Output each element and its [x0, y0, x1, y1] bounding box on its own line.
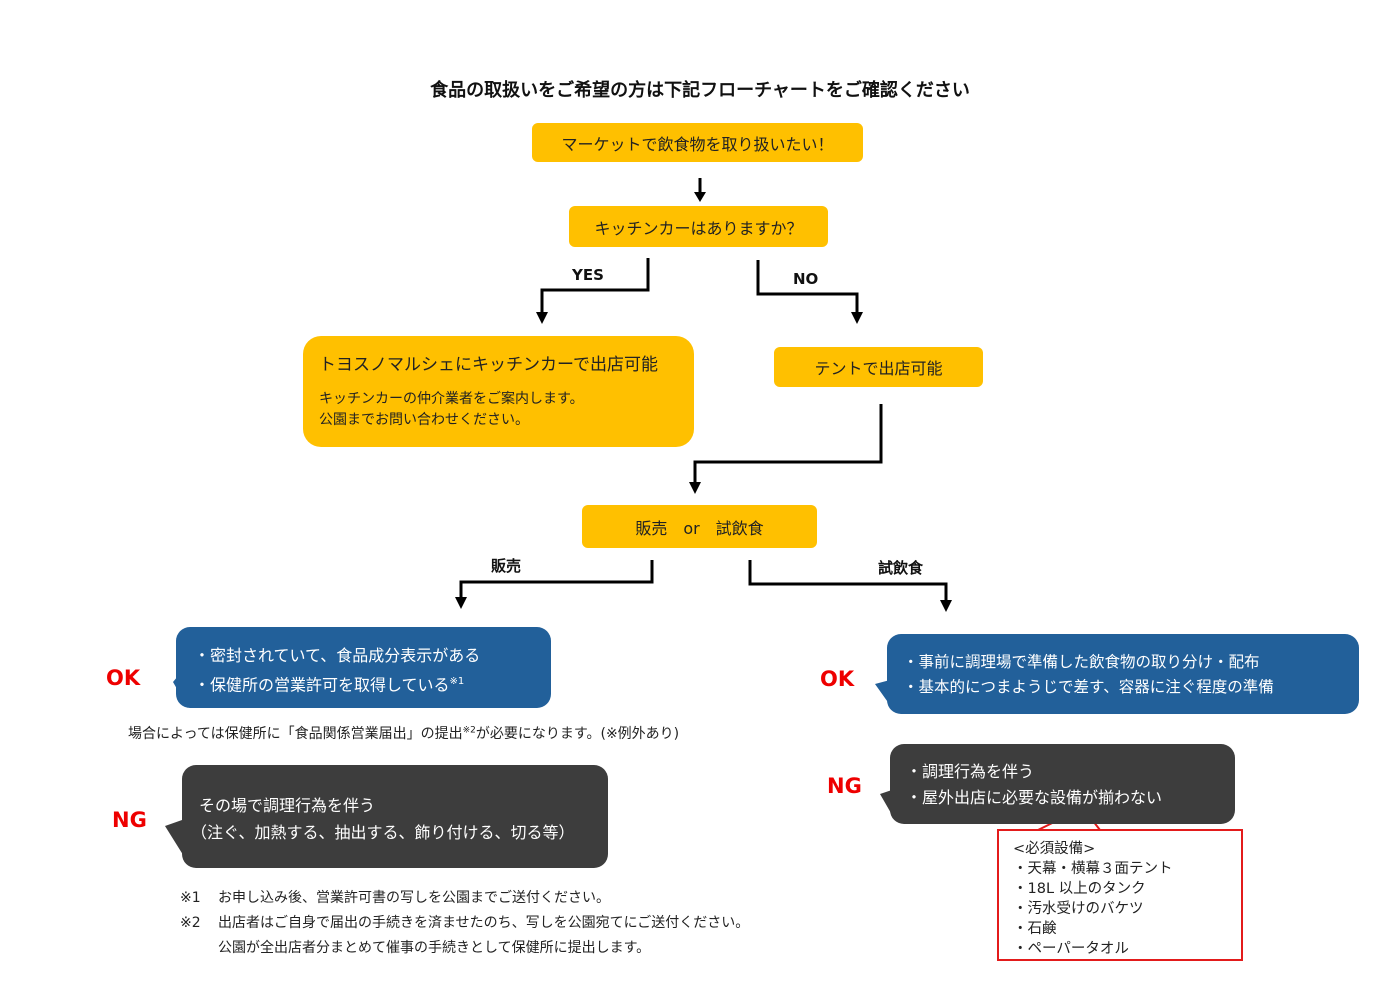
required-equipment-item: ・汚水受けのバケツ: [1013, 901, 1144, 917]
sale-ng-label: NG: [112, 808, 147, 832]
footnote-text: 出店者はご自身で届出の手続きを済ませたのち、写しを公園宛てにご送付ください。: [218, 915, 750, 931]
sale-ok-line: ・密封されていて、食品成分表示がある: [194, 646, 481, 665]
sale-note: 場合によっては保健所に「食品関係営業届出」の提出※2が必要になります。(※例外あ…: [128, 723, 679, 743]
footnote-ref: ※2: [462, 725, 476, 736]
node-tent-label: テントで出店可能: [814, 359, 943, 378]
sale-ng-line: その場で調理行為を伴う: [199, 796, 376, 815]
tasting-ok-line: ・事前に調理場で準備した飲食物の取り分け・配布: [903, 653, 1260, 671]
required-equipment-item: ・ペーパータオル: [1013, 941, 1129, 957]
required-equipment-item: ・石鹸: [1013, 921, 1057, 937]
edge-label-yes: YES: [572, 266, 604, 284]
footnote-text: 公園が全出店者分まとめて催事の手続きとして保健所に提出します。: [218, 940, 651, 956]
arrow-sale: [459, 560, 654, 598]
page-title: 食品の取扱いをご希望の方は下記フローチャートをご確認ください: [430, 80, 970, 101]
edge-label-no: NO: [793, 270, 819, 288]
arrowhead: [851, 312, 863, 324]
footnote-text: お申し込み後、営業許可書の写しを公園までご送付ください。: [218, 890, 610, 906]
required-equipment-item: ・天幕・横幕３面テント: [1013, 861, 1173, 877]
footnotes: ※1 お申し込み後、営業許可書の写しを公園までご送付ください。 ※2 出店者はご自身…: [180, 886, 749, 961]
node-question-kitchen-car: キッチンカーはありますか？: [569, 206, 828, 247]
arrowhead: [940, 600, 952, 612]
sale-note-text: 場合によっては保健所に「食品関係営業届出」の提出: [128, 726, 463, 742]
arrowhead: [455, 597, 467, 609]
sale-ok-label: OK: [106, 666, 141, 690]
tasting-ok-line: ・基本的につまようじで差す、容器に注ぐ程度の準備: [903, 678, 1274, 696]
kitchen-car-result-line: 公園までお問い合わせください。: [319, 412, 529, 428]
tasting-ok-bubble: ・事前に調理場で準備した飲食物の取り分け・配布 ・基本的につまようじで差す、容器…: [887, 634, 1359, 714]
tasting-ng-bubble: ・調理行為を伴う ・屋外出店に必要な設備が揃わない: [890, 744, 1235, 824]
tasting-ng-label: NG: [827, 774, 862, 798]
edge-label-tasting: 試飲食: [878, 559, 924, 577]
arrowhead: [536, 312, 548, 324]
required-equipment-callout: <必須設備> ・天幕・横幕３面テント ・18L 以上のタンク ・汚水受けのバケツ…: [997, 829, 1243, 961]
sale-ok-line: ・保健所の営業許可を取得している: [194, 675, 450, 695]
node-sale-tasting-label: 販売 or 試飲食: [635, 518, 764, 538]
kitchen-car-result-heading: トヨスノマルシェにキッチンカーで出店可能: [319, 355, 658, 375]
arrowhead: [694, 192, 706, 202]
tasting-ng-line: ・調理行為を伴う: [906, 762, 1035, 781]
node-start: マーケットで飲食物を取り扱いたい！: [532, 123, 863, 162]
tasting-ng-line: ・屋外出店に必要な設備が揃わない: [906, 788, 1163, 807]
arrow-tent-to-question: [693, 404, 883, 483]
node-tent-result: テントで出店可能: [774, 347, 983, 387]
footnote-ref: ※1: [449, 676, 465, 687]
arrow-tasting: [748, 560, 948, 601]
edge-label-sale: 販売: [491, 557, 522, 575]
arrowhead: [689, 482, 701, 494]
sale-note-text: が必要になります。(※例外あり): [475, 726, 680, 742]
tasting-ok-label: OK: [820, 667, 855, 691]
required-equipment-heading: <必須設備>: [1013, 841, 1096, 857]
sale-ng-line: （注ぐ、加熱する、抽出する、飾り付ける、切る等）: [191, 823, 575, 842]
node-start-label: マーケットで飲食物を取り扱いたい！: [561, 134, 834, 154]
sale-ok-bubble: ・密封されていて、食品成分表示がある ・保健所の営業許可を取得している※1: [176, 627, 551, 708]
node-kitchen-car-result: トヨスノマルシェにキッチンカーで出店可能 キッチンカーの仲介業者をご案内します。…: [303, 336, 694, 447]
sale-ng-bubble: その場で調理行為を伴う （注ぐ、加熱する、抽出する、飾り付ける、切る等）: [182, 765, 608, 868]
kitchen-car-result-line: キッチンカーの仲介業者をご案内します。: [319, 391, 584, 407]
arrow-no: [756, 260, 859, 313]
required-equipment-item: ・18L 以上のタンク: [1013, 881, 1146, 897]
node-question-sale-or-tasting: 販売 or 試飲食: [582, 505, 817, 548]
footnote-mark: ※1: [180, 890, 201, 906]
node-question-label: キッチンカーはありますか？: [594, 218, 803, 238]
footnote-mark: ※2: [180, 915, 201, 931]
arrow-yes: [540, 258, 650, 313]
